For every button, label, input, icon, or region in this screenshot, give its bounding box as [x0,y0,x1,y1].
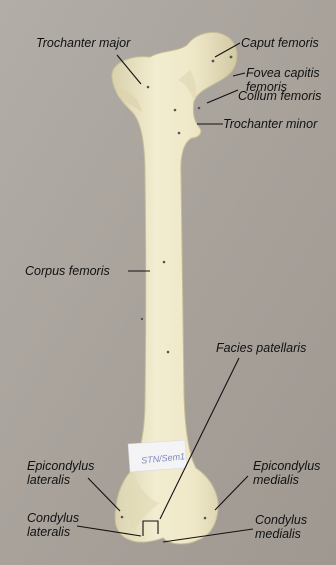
label-corpus-femoris: Corpus femoris [25,264,110,278]
label-epicondylus-lateralis: Epicondylus lateralis [27,459,94,487]
label-trochanter-major: Trochanter major [36,36,130,50]
label-condylus-lateralis: Condylus lateralis [27,511,79,539]
specimen-tag: STN/Sem1 [128,440,187,472]
label-trochanter-minor: Trochanter minor [223,117,317,131]
label-collum-femoris: Collum femoris [238,89,321,103]
label-condylus-medialis: Condylus medialis [255,513,307,541]
label-facies-patellaris: Facies patellaris [216,341,306,355]
label-caput-femoris: Caput femoris [241,36,319,50]
label-epicondylus-medialis: Epicondylus medialis [253,459,320,487]
